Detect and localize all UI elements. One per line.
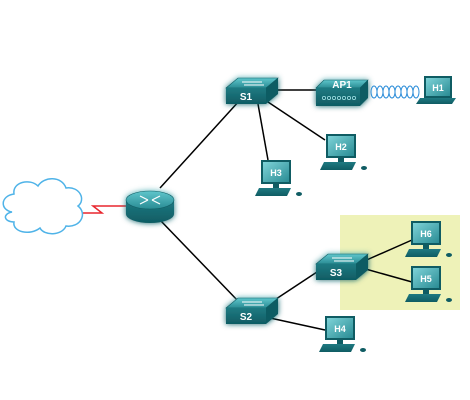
wireless-signal: [370, 85, 420, 99]
link-s1-h3: [257, 103, 269, 161]
host-h2-label: H2: [335, 142, 347, 152]
host-h6-label: H6: [420, 229, 432, 239]
internet-cloud: [2, 178, 84, 235]
switch-s1-arrows-icon: [242, 81, 264, 86]
link-s1-h2: [264, 99, 326, 141]
link-s2-s3: [269, 269, 321, 304]
serial-link: [83, 205, 127, 214]
laptop-h1: [416, 76, 456, 104]
switch-s2-label: S2: [240, 312, 253, 323]
switch-s2: [225, 297, 279, 324]
link-s2-h4: [269, 317, 326, 331]
host-h5-label: H5: [420, 274, 432, 284]
host-h3-label: H3: [270, 168, 282, 178]
host-h6: [405, 221, 452, 257]
router-arrows-icon: [139, 195, 161, 205]
switch-s3-arrows-icon: [332, 257, 354, 262]
access-point-dots-icon: [321, 96, 356, 101]
host-h2: [320, 134, 367, 170]
host-h3: [255, 160, 302, 196]
router: [125, 190, 175, 223]
switch-s3-label: S3: [330, 268, 343, 279]
switch-s1: [225, 77, 279, 104]
switch-s2-arrows-icon: [242, 301, 264, 306]
link-s3-h6: [361, 239, 413, 263]
link-router-s1: [159, 99, 241, 189]
switch-s3: [315, 253, 369, 280]
switch-s1-label: S1: [240, 92, 253, 103]
links: [159, 89, 413, 331]
host-h5: [405, 266, 452, 302]
host-h4: [319, 316, 366, 352]
access-point-ap1-label: AP1: [332, 80, 352, 91]
link-s3-h5: [361, 267, 413, 283]
laptop-h1-label: H1: [432, 83, 444, 93]
link-router-s2: [159, 219, 241, 304]
host-h4-label: H4: [334, 324, 346, 334]
